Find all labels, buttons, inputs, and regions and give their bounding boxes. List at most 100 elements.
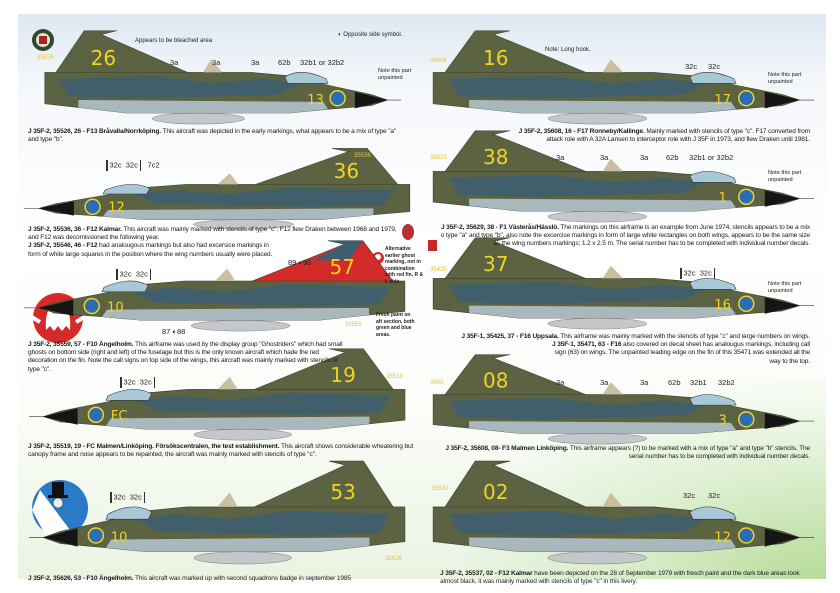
canopy <box>689 506 737 520</box>
caption-text: had analougous markings but also had exc… <box>28 242 273 258</box>
swedish-roundel-icon <box>738 527 755 544</box>
caption-title: J 35F-2, 35536, 36 - F12 Kalmar. <box>28 226 122 233</box>
stencil-label: 32b1 or 32b2 <box>300 58 345 67</box>
belly <box>469 537 736 552</box>
nose-number: 10 <box>111 531 128 546</box>
f13-badge-icon <box>32 29 54 51</box>
caption-35559: J 35F-2, 35559, 57 - F10 Ängelholm. This… <box>28 341 343 374</box>
camo-pattern <box>448 76 706 99</box>
swedish-roundel-icon <box>87 406 105 424</box>
wing-fence <box>602 158 624 172</box>
canopy <box>284 72 329 84</box>
stencil-label: 3a <box>251 58 260 67</box>
caption-title: J 35F-2, 35608, 16 - F17 Ronneby/Kalling… <box>518 128 645 135</box>
wing-fence <box>602 59 624 73</box>
stencil-label: 3a <box>170 58 179 67</box>
caption-35519: J 35F-2, 35519, 19 - FC Malmen/Linköping… <box>28 443 416 459</box>
stencil-text: 32c <box>139 377 152 387</box>
serial-label: 35519 <box>386 374 403 380</box>
canopy <box>105 389 152 401</box>
stencil-label: 32b2 <box>718 378 735 387</box>
camo-pattern <box>448 175 706 197</box>
camo-pattern <box>448 282 706 304</box>
wing-fence <box>214 268 236 281</box>
swedish-roundel-icon <box>83 297 100 315</box>
caption-title: J 35F-1, 35471, 63 - F16 <box>552 341 622 349</box>
drop-tank <box>547 317 647 330</box>
stencil-text: 7c2 <box>147 160 160 170</box>
stencil-text: 32c <box>135 269 148 279</box>
serial-label: 35536 <box>354 153 371 159</box>
caption-title: J 35F-2, 35559, 57 - F10 Ängelholm. <box>28 341 134 348</box>
swedish-roundel-icon <box>738 89 755 107</box>
caption-text: also covered on decal sheet has analougu… <box>554 341 810 365</box>
canopy <box>689 278 737 290</box>
aircraft-shape <box>23 148 411 230</box>
aircraft-shape <box>28 348 406 441</box>
serial-label: 35626 <box>385 556 402 562</box>
drop-tank <box>193 551 292 565</box>
camo-pattern <box>132 284 390 307</box>
drop-tank <box>193 428 292 441</box>
fin-number: 26 <box>91 46 116 70</box>
belly <box>469 421 736 434</box>
fin-number: 53 <box>330 480 355 504</box>
unpainted-note: Note this part unpainted <box>378 68 412 81</box>
caption-35536: J 35F-2, 35536, 36 - F12 Kalmar. This ai… <box>28 226 403 259</box>
stencil-label: 3a <box>640 378 649 387</box>
nose-cone <box>354 91 388 109</box>
caption-title: J 35F-1, 35425, 37 - F16 Uppsala. <box>461 333 559 340</box>
belly <box>106 416 370 430</box>
serial-label: 35537 <box>432 486 449 492</box>
stencil-label: 62b <box>666 153 679 162</box>
swedish-roundel-icon <box>87 527 105 544</box>
stencil-label: 32c 32c <box>114 269 153 280</box>
wing-fence <box>203 59 223 73</box>
serial-label: 35608 <box>430 58 447 64</box>
caption-35608-08: J 35F-2, 35608, 08- F3 Malmen Linköping.… <box>440 445 810 461</box>
fin-number: 37 <box>483 252 508 276</box>
nose-number: 1 <box>719 191 727 206</box>
caption-text: Mainly marked with stencils of type "c".… <box>546 128 810 144</box>
long-hook-note: Note: Long hook. <box>545 47 591 53</box>
nose-cone <box>38 201 74 216</box>
drop-tank <box>152 112 245 125</box>
aircraft-shape <box>432 237 815 330</box>
stencil-label: 32c 32c <box>678 268 717 279</box>
wing-fence <box>217 376 238 390</box>
canopy <box>102 184 151 195</box>
nose-number: 16 <box>714 298 731 313</box>
unpainted-note: Note this part unpainted <box>768 72 802 85</box>
top-hat-squadron-badge-icon <box>32 480 88 540</box>
fin-number: 57 <box>330 255 355 279</box>
stencil-label: 3a <box>640 153 649 162</box>
caption-title: J 35F-2, 35537, 02 - F12 Kalmar <box>440 570 533 577</box>
stencil-text: 32c <box>123 377 136 387</box>
stencil-label: 32b1 <box>690 378 707 387</box>
stencil-label: 32c 32c <box>108 492 147 503</box>
wing-fence <box>602 492 624 507</box>
nose-number: 12 <box>108 201 125 216</box>
fresh-paint-note: Fresh paint on aft section, both green a… <box>376 312 415 338</box>
fin-number: 38 <box>483 145 508 169</box>
fin-camo <box>312 240 363 261</box>
stencil-text: 32c <box>129 492 142 502</box>
belly <box>78 100 329 113</box>
aircraft-profile: 53 10 <box>28 460 406 565</box>
nose-cone <box>43 528 78 547</box>
callsign-label: 87 ◐88 <box>162 327 186 336</box>
bleached-area-note: Appears to be bleached area <box>135 38 213 44</box>
aircraft-shape <box>432 130 815 223</box>
caption-35425: J 35F-1, 35425, 37 - F16 Uppsala. This a… <box>440 333 810 366</box>
swedish-roundel-icon <box>329 89 346 107</box>
swedish-roundel-icon <box>738 188 755 206</box>
wing-fence <box>602 382 624 395</box>
caption-title: J 35F-2, 35608, 08- F3 Malmen Linköping. <box>445 445 569 452</box>
belly <box>469 100 736 113</box>
stencil-label: 3a <box>212 58 221 67</box>
camo-pattern <box>59 76 300 99</box>
nose-cone <box>38 299 74 316</box>
